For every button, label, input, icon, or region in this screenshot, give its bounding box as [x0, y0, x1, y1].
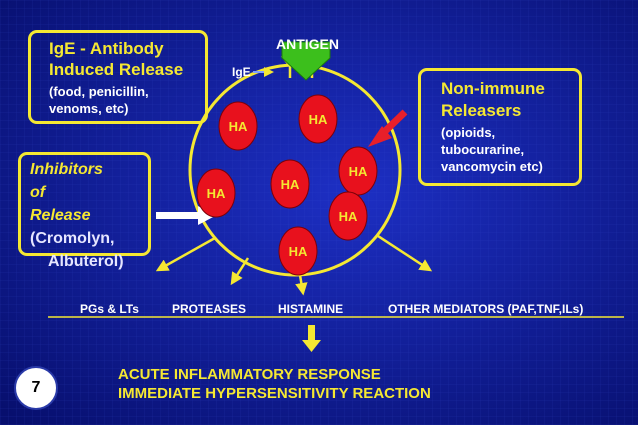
histamine-granules [196, 94, 378, 276]
mediator-other: OTHER MEDIATORS (PAF,TNF,ILs) [388, 302, 584, 316]
ige-box-title-line1: IgE - Antibody [49, 39, 164, 58]
response-line2: IMMEDIATE HYPERSENSITIVITY REACTION [118, 385, 431, 402]
nonimmune-releasers-box: Non-immune Releasers (opioids, tubocurar… [418, 68, 582, 186]
inhibitors-line2: of [30, 184, 46, 201]
granule [218, 101, 258, 151]
mediator-pgs-lts: PGs & LTs [80, 302, 139, 316]
granule [328, 191, 368, 241]
granule-label: HA [207, 186, 226, 201]
nonimmune-title-line1: Non-immune [441, 79, 545, 98]
granule-label: HA [309, 112, 328, 127]
ige-release-box: IgE - Antibody Induced Release (food, pe… [28, 30, 208, 124]
ige-box-detail-line1: (food, penicillin, [49, 84, 149, 99]
nonimmune-detail-line1: (opioids, [441, 125, 496, 140]
granule [270, 159, 310, 209]
inhibitors-line5: Albuterol) [48, 253, 124, 270]
granule-label: HA [339, 209, 358, 224]
granule-label: HA [229, 119, 248, 134]
inhibitors-line4: (Cromolyn, [30, 230, 115, 247]
mediator-histamine: HISTAMINE [278, 302, 344, 316]
granule [278, 226, 318, 276]
antigen-shape [281, 41, 331, 81]
mediator-proteases: PROTEASES [172, 302, 247, 316]
granule-label: HA [349, 164, 368, 179]
inhibitors-box [18, 152, 151, 256]
ige-box-detail-line2: venoms, etc) [49, 101, 129, 116]
slide-number-badge [14, 366, 58, 410]
granule [298, 94, 338, 144]
antigen-label: ANTIGEN [276, 36, 339, 52]
response-arrow [302, 325, 321, 352]
nonimmune-title-line2: Releasers [441, 101, 522, 120]
granule-label: HA [289, 244, 308, 259]
mediator-arrows [155, 234, 433, 296]
inhibitors-line3: Release [30, 207, 91, 224]
ige-label: IgE [232, 65, 251, 79]
slide-number: 7 [31, 379, 41, 396]
granule-label: HA [281, 177, 300, 192]
ige-box-title-line2: Induced Release [49, 60, 184, 79]
granule [196, 168, 236, 218]
response-line1: ACUTE INFLAMMATORY RESPONSE [118, 366, 381, 383]
inhibitor-arrow [156, 206, 216, 225]
inhibitors-line1: Inhibitors [30, 161, 103, 178]
nonimmune-detail-line3: vancomycin etc) [441, 159, 543, 174]
nonimmune-detail-line2: tubocurarine, [441, 142, 525, 157]
